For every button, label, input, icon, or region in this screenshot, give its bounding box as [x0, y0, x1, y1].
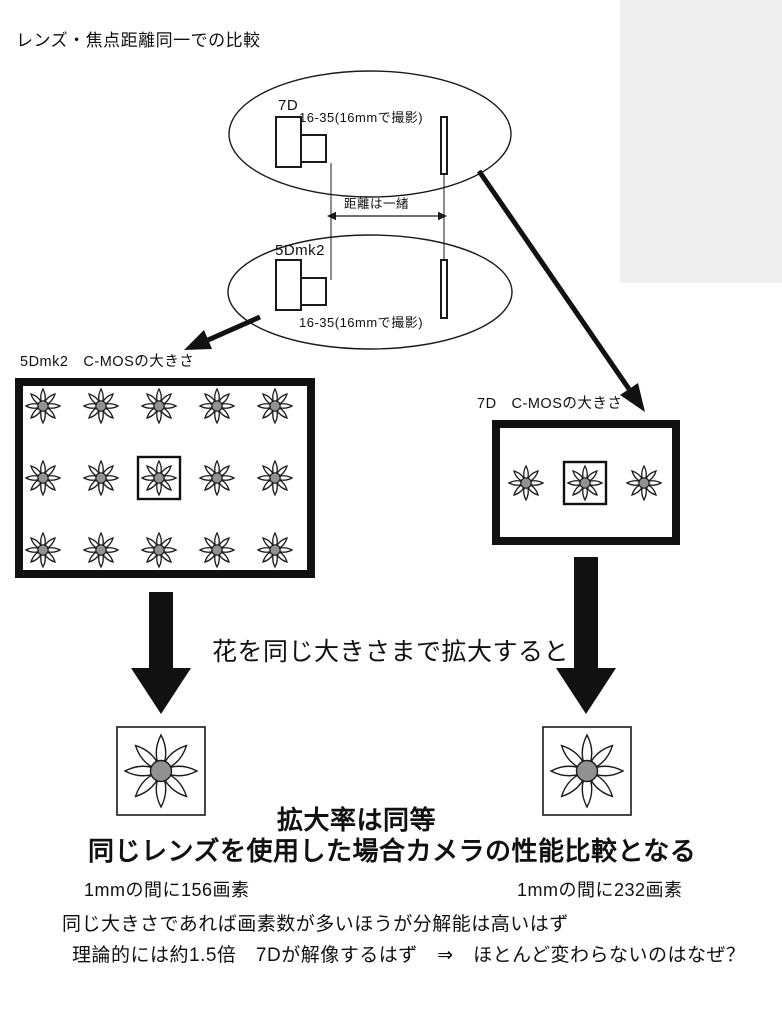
camera-5dmk2: [275, 259, 327, 311]
center-flower-box-5dmk2: [136, 455, 182, 501]
enlarged-flower-icon-left: [124, 734, 198, 808]
page-title: レンズ・焦点距離同一での比較: [16, 31, 261, 50]
subject-bar-bottom: [440, 259, 448, 319]
subject-bar-top: [440, 116, 448, 175]
flower-icon: [257, 532, 293, 568]
down-arrow-right: [556, 557, 616, 714]
down-arrow-left: [131, 592, 191, 714]
flower-icon: [83, 388, 119, 424]
flower-icon: [626, 465, 662, 501]
distance-label: 距離は一緒: [344, 197, 410, 211]
background-gray-patch: [620, 0, 782, 283]
conclusion-magnification: 拡大率は同等: [277, 805, 437, 835]
flower-icon: [257, 460, 293, 496]
camera-5dmk2-body: [275, 259, 302, 311]
center-flower-box-7d: [562, 460, 608, 506]
arrow-to-5dmk2-sensor: [184, 314, 262, 350]
note-resolution: 同じ大きさであれば画素数が多いほうが分解能は高いはず: [62, 914, 569, 935]
flower-icon: [141, 460, 177, 496]
sensor-7d-label: 7D C-MOSの大きさ: [477, 396, 623, 412]
flower-icon: [83, 460, 119, 496]
camera-7d-lens: [300, 134, 327, 163]
flower-icon: [25, 532, 61, 568]
flower-icon: [25, 388, 61, 424]
lens-7d-label: 16-35(16mmで撮影): [299, 110, 424, 125]
flower-icon: [141, 532, 177, 568]
camera-7d-body: [275, 116, 302, 168]
pixel-density-7d: 1mmの間に232画素: [517, 880, 683, 900]
flower-icon: [508, 465, 544, 501]
flower-icon: [199, 460, 235, 496]
flower-icon: [141, 388, 177, 424]
enlarge-caption: 花を同じ大きさまで拡大すると: [212, 638, 570, 666]
enlarged-flower-icon-right: [550, 734, 624, 808]
sensor-5dmk2-label: 5Dmk2 C-MOSの大きさ: [20, 354, 195, 370]
conclusion-comparison: 同じレンズを使用した場合カメラの性能比較となる: [88, 836, 697, 866]
distance-double-arrow: [327, 211, 447, 221]
flower-icon: [567, 465, 603, 501]
camera-5dmk2-lens: [300, 277, 327, 306]
flower-icon: [199, 388, 235, 424]
flower-icon: [257, 388, 293, 424]
camera-7d: [275, 116, 327, 168]
flower-icon: [199, 532, 235, 568]
flower-icon: [83, 532, 119, 568]
bottom-scene-ellipse: [227, 234, 513, 350]
flower-icon: [25, 460, 61, 496]
lens-5dmk2-label: 16-35(16mmで撮影): [299, 315, 424, 330]
top-scene-ellipse: [228, 70, 512, 198]
arrow-to-7d-sensor: [476, 169, 645, 412]
camera-5dmk2-label: 5Dmk2: [275, 242, 326, 259]
note-theory: 理論的には約1.5倍 7Dが解像するはず ⇒ ほとんど変わらないのはなぜ？: [72, 945, 746, 966]
camera-7d-label: 7D: [278, 97, 299, 114]
pixel-density-5dmk2: 1mmの間に156画素: [84, 880, 250, 900]
